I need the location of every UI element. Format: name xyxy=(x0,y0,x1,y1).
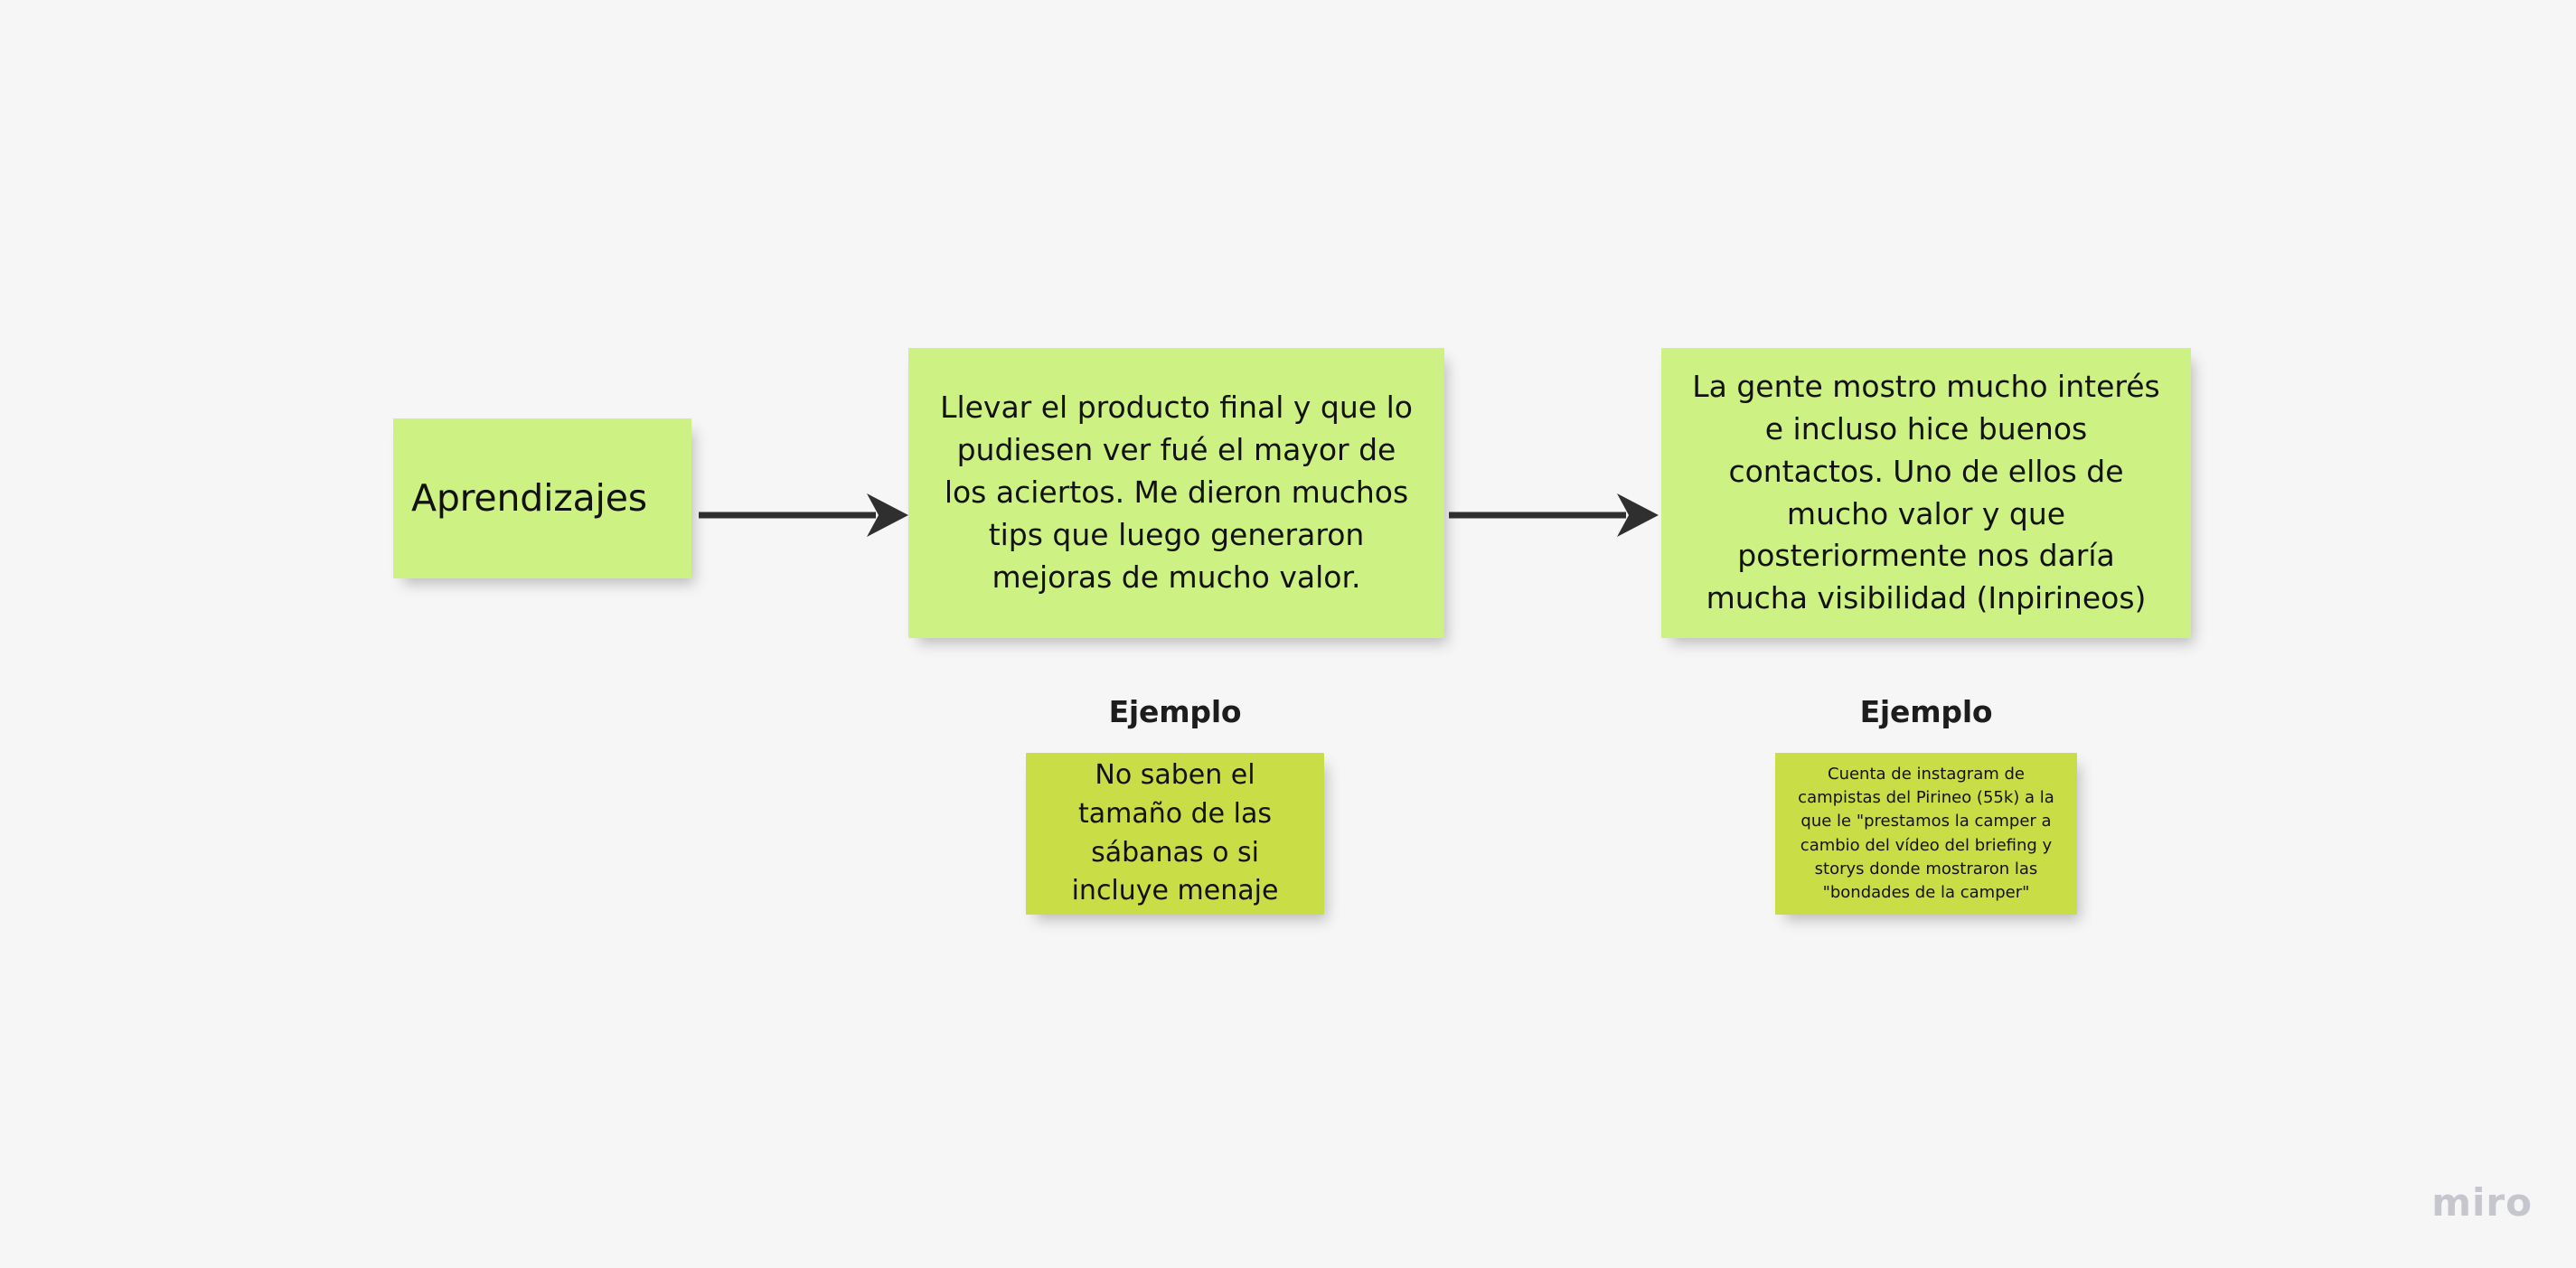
sticky-note-text: No saben el tamaño de las sábanas o si i… xyxy=(1071,759,1279,907)
sticky-note-sabanas[interactable]: No saben el tamaño de las sábanas o si i… xyxy=(1026,753,1324,915)
arrow-head xyxy=(867,493,908,537)
sticky-note-contactos[interactable]: La gente mostro mucho interés e incluso … xyxy=(1661,348,2191,638)
miro-watermark: miro xyxy=(2431,1180,2533,1225)
sticky-note-instagram[interactable]: Cuenta de instagram de campistas del Pir… xyxy=(1775,753,2077,915)
sticky-note-text: Aprendizajes xyxy=(411,475,647,520)
arrow-head xyxy=(1617,493,1659,537)
sticky-note-text: Cuenta de instagram de campistas del Pir… xyxy=(1798,765,2054,902)
arrow-right-icon-1[interactable] xyxy=(699,484,908,547)
label-ejemplo-left: Ejemplo xyxy=(1108,694,1242,729)
label-ejemplo-right: Ejemplo xyxy=(1859,694,1993,729)
sticky-note-aprendizajes[interactable]: Aprendizajes xyxy=(393,418,691,578)
sticky-note-text: La gente mostro mucho interés e incluso … xyxy=(1692,368,2160,616)
sticky-note-text: Llevar el producto final y que lo pudies… xyxy=(940,390,1413,595)
sticky-note-aciertos[interactable]: Llevar el producto final y que lo pudies… xyxy=(908,348,1444,638)
arrow-right-icon-2[interactable] xyxy=(1449,484,1659,547)
